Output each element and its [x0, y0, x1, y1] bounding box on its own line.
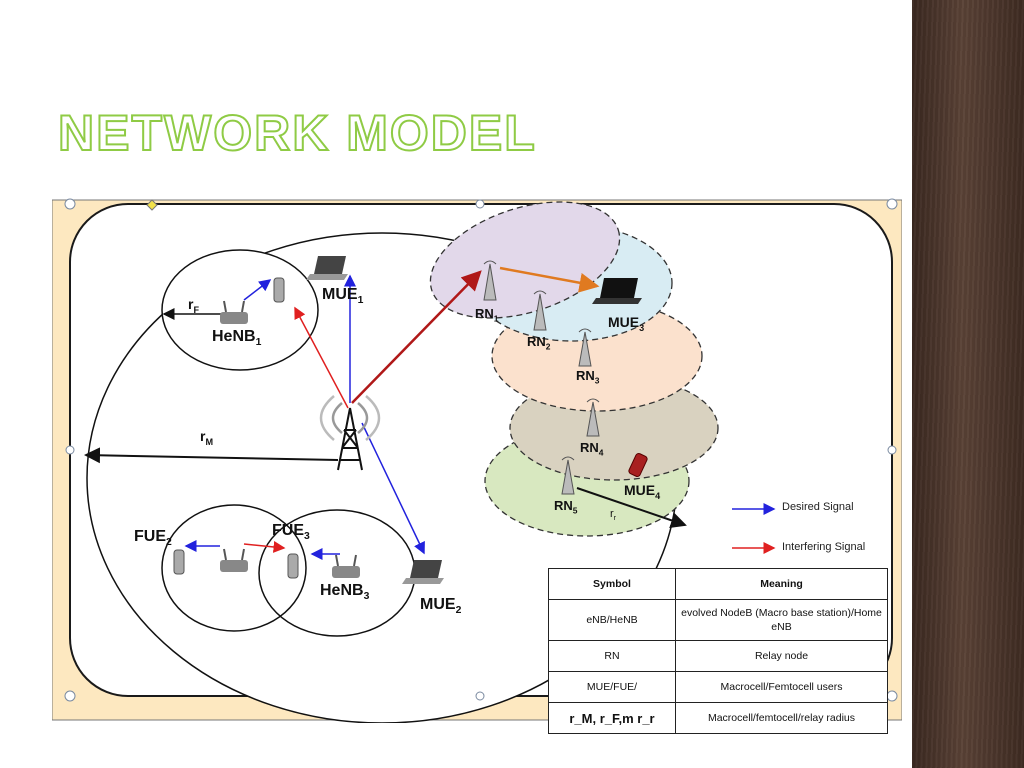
- macro-tower-icon: [319, 395, 381, 471]
- henb-middle-router-icon: [220, 548, 248, 572]
- rn4-tower-icon: [586, 398, 600, 437]
- desired-signal-henb1-ue: [243, 279, 272, 301]
- slide-title: NETWORK MODEL: [57, 104, 537, 162]
- rn-link-mue3: [499, 266, 600, 293]
- label-henb1: HeNB1: [212, 328, 262, 349]
- table-cell-meaning: Relay node: [675, 640, 888, 672]
- mue4-phone-icon: [628, 452, 648, 478]
- fue2-phone-icon: [173, 549, 185, 575]
- table-header-symbol: Symbol: [548, 568, 676, 600]
- label-rn2: RN2: [527, 334, 551, 352]
- relay-link-rn1: [351, 270, 482, 404]
- radius-arrow-rr: [576, 487, 687, 529]
- decorative-sidebar: [912, 0, 1024, 768]
- symbol-table: Symbol Meaning eNB/HeNB evolved NodeB (M…: [548, 568, 888, 734]
- table-cell-meaning: Macrocell/Femtocell users: [675, 671, 888, 703]
- table-row: r_M, r_F,m r_r Macrocell/femtocell/relay…: [548, 702, 888, 734]
- selection-handles: [64, 198, 898, 702]
- legend-desired-signal: Desired Signal: [782, 501, 854, 513]
- table-row: eNB/HeNB evolved NodeB (Macro base stati…: [548, 599, 888, 641]
- label-mue1: MUE1: [322, 286, 364, 307]
- legend-interfering-signal: Interfering Signal: [782, 541, 866, 553]
- mue2-laptop-icon: [402, 560, 444, 584]
- table-cell-meaning: Macrocell/femtocell/relay radius: [675, 702, 888, 734]
- mue1-laptop-icon: [306, 256, 348, 280]
- table-cell-meaning: evolved NodeB (Macro base station)/Home …: [675, 599, 888, 641]
- label-mue2: MUE2: [420, 596, 462, 617]
- femtocell-left: [161, 504, 307, 632]
- label-fue2: FUE2: [134, 528, 172, 549]
- label-rM: rM: [200, 428, 214, 447]
- label-rF: rF: [188, 296, 200, 315]
- rn1-tower-icon: [483, 260, 497, 301]
- femtocell-henb1: [161, 249, 319, 371]
- label-rn5: RN5: [554, 498, 578, 516]
- table-cell-symbol: MUE/FUE/: [548, 671, 676, 703]
- label-mue4: MUE4: [624, 482, 661, 501]
- rn5-tower-icon: [561, 456, 575, 495]
- table-cell-symbol: r_M, r_F,m r_r: [548, 702, 676, 734]
- radius-arrow-rM: [84, 447, 339, 464]
- rn2-tower-icon: [533, 290, 547, 331]
- label-rn4: RN4: [580, 440, 604, 458]
- label-rn1: RN1: [475, 306, 499, 324]
- label-rn3: RN3: [576, 368, 600, 386]
- mue3-laptop-icon: [592, 278, 642, 304]
- henb1-user-phone-icon: [273, 277, 285, 303]
- table-header-meaning: Meaning: [675, 568, 888, 600]
- henb1-router-icon: [220, 300, 248, 324]
- interfering-signal-henb1: [294, 306, 349, 409]
- fue3-phone-icon: [287, 553, 299, 579]
- rn3-tower-icon: [578, 328, 592, 367]
- table-cell-symbol: RN: [548, 640, 676, 672]
- label-henb3: HeNB3: [320, 582, 370, 603]
- desired-signal-mue2: [361, 422, 425, 555]
- label-rr: rr: [610, 508, 617, 523]
- label-fue3: FUE3: [272, 522, 310, 543]
- network-model-figure[interactable]: rF HeNB1 MUE1 rM FUE2 FUE3 HeNB3 MUE2 RN…: [52, 198, 902, 734]
- adjust-handle-icon: [146, 199, 158, 211]
- table-header-row: Symbol Meaning: [548, 568, 888, 600]
- table-row: RN Relay node: [548, 640, 888, 672]
- henb3-router-icon: [332, 554, 360, 578]
- table-row: MUE/FUE/ Macrocell/Femtocell users: [548, 671, 888, 703]
- label-mue3: MUE3: [608, 314, 645, 333]
- interfering-signal-fue3: [243, 540, 286, 553]
- table-cell-symbol: eNB/HeNB: [548, 599, 676, 641]
